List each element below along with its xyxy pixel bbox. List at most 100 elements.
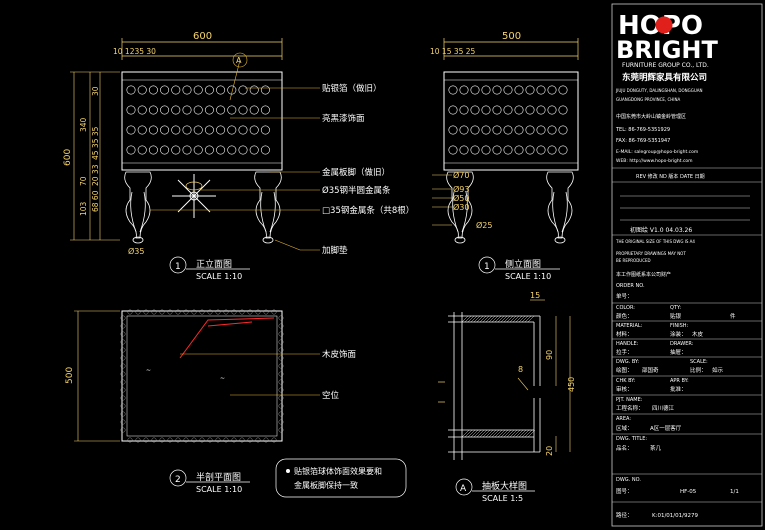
finish-value: 木皮 <box>692 330 704 338</box>
decor-stud <box>126 85 136 95</box>
note-line-1: 贴银箔球体饰面效果要和 <box>294 466 382 476</box>
plan-view-title: 半剖平面图 <box>196 471 241 483</box>
detail-scale: SCALE 1:5 <box>482 494 523 503</box>
logo-subtitle: FURNITURE GROUP CO., LTD. <box>622 62 709 69</box>
plan-stud <box>278 355 284 361</box>
finish-cn: 涂装： <box>670 330 687 338</box>
decor-stud <box>182 125 192 135</box>
hatch-line <box>461 315 469 323</box>
copyright-1: THE ORIGINAL SIZE OF THIS DWG IS A4 <box>615 239 695 244</box>
plan-stud <box>278 339 284 345</box>
decor-stud <box>525 85 535 95</box>
decor-stud <box>503 85 513 95</box>
decor-stud <box>216 145 226 155</box>
plan-stud <box>159 437 165 443</box>
project-value: 四川德江 <box>652 404 675 412</box>
decor-stud <box>470 105 480 115</box>
plan-stud <box>278 387 284 393</box>
detail-dim-450: 450 <box>567 377 576 392</box>
handle-en: HANDLE: <box>616 341 639 347</box>
hatch-line <box>509 429 518 438</box>
plan-stud <box>278 403 284 409</box>
hatch-line <box>527 429 536 438</box>
material-en: MATERIAL: <box>616 323 643 329</box>
side-view-title: 侧立面图 <box>505 258 541 270</box>
project-cn: 工程名称： <box>616 404 644 412</box>
callout-half-round-bar: Ø35钢半圆金属条 <box>322 185 391 196</box>
front-left-dim-2: 45 35 35 <box>91 126 100 160</box>
plan-stud <box>223 309 229 315</box>
apr-by-en: APR BY: <box>670 378 689 384</box>
title-block: HOPO BRIGHT FURNITURE GROUP CO., LTD. 东莞… <box>611 3 763 527</box>
decor-stud <box>514 125 524 135</box>
decor-stud <box>160 85 170 95</box>
decor-stud <box>558 85 568 95</box>
plan-stud <box>183 437 189 443</box>
detail-dim-8: 8 <box>518 365 523 374</box>
plan-stud <box>127 309 133 315</box>
plan-stud <box>120 411 126 417</box>
decor-stud <box>204 85 214 95</box>
decor-stud <box>148 105 158 115</box>
front-height-dim: 600 <box>63 149 73 166</box>
front-center-cross-bars <box>172 174 216 218</box>
hatch-line <box>521 429 530 438</box>
plan-stud <box>167 309 173 315</box>
plan-stud <box>191 309 197 315</box>
plan-stud <box>231 309 237 315</box>
hatch-line <box>509 315 517 323</box>
side-view-scale: SCALE 1:10 <box>505 272 551 281</box>
plan-stud <box>120 315 126 321</box>
plan-stud <box>247 437 253 443</box>
decor-stud <box>137 85 147 95</box>
hatch-line <box>476 429 485 438</box>
decor-stud <box>514 145 524 155</box>
path-value: K:01/01/01/9279 <box>652 513 699 519</box>
plan-stud <box>191 437 197 443</box>
sheet-number: 1/1 <box>730 489 739 495</box>
front-view-number: 1 <box>175 262 181 272</box>
decor-stud <box>204 125 214 135</box>
chk-by-cn: 审核： <box>616 385 633 393</box>
decor-stud <box>459 85 469 95</box>
side-view-number: 1 <box>484 262 490 272</box>
decor-stud <box>558 145 568 155</box>
hatch-line <box>464 429 473 438</box>
decor-stud <box>492 105 502 115</box>
decor-stud <box>249 125 259 135</box>
area-en: AREA: <box>616 416 631 422</box>
decor-stud <box>171 105 181 115</box>
decor-stud <box>470 145 480 155</box>
decor-stud <box>536 125 546 135</box>
plan-stud <box>278 323 284 329</box>
decor-stud <box>558 105 568 115</box>
front-left-dim-0: 30 <box>91 86 100 96</box>
decor-stud <box>470 125 480 135</box>
plan-stud <box>255 309 261 315</box>
plan-stud <box>120 339 126 345</box>
side-right-leg <box>546 171 574 244</box>
plan-stud <box>263 309 269 315</box>
decor-stud <box>238 85 248 95</box>
side-left-leg <box>446 171 474 244</box>
detail-letter: A <box>460 484 467 494</box>
decor-stud <box>503 145 513 155</box>
plan-stud <box>278 419 284 425</box>
dwg-by-en: DWG. BY: <box>616 359 639 365</box>
dwg-no-en: DWG. NO. <box>616 477 641 483</box>
callout-foot-pad: 加脚垫 <box>322 245 348 256</box>
revision-header: REV 修改 ND 版本 DATE 日期 <box>636 173 705 180</box>
hatch-line <box>524 429 533 438</box>
hatch-line <box>518 315 526 323</box>
decor-stud <box>514 85 524 95</box>
side-dia-30: Ø30 <box>453 202 469 212</box>
hatch-line <box>503 429 512 438</box>
hatch-line <box>491 315 499 323</box>
decor-stud <box>193 105 203 115</box>
decor-stud <box>481 105 491 115</box>
decor-stud <box>558 125 568 135</box>
decor-stud <box>137 145 147 155</box>
decor-stud <box>249 105 259 115</box>
drawer-section-detail: 15 90 8 450 20 A 抽 <box>438 291 576 503</box>
front-foot-dim: Ø35 <box>128 246 144 256</box>
